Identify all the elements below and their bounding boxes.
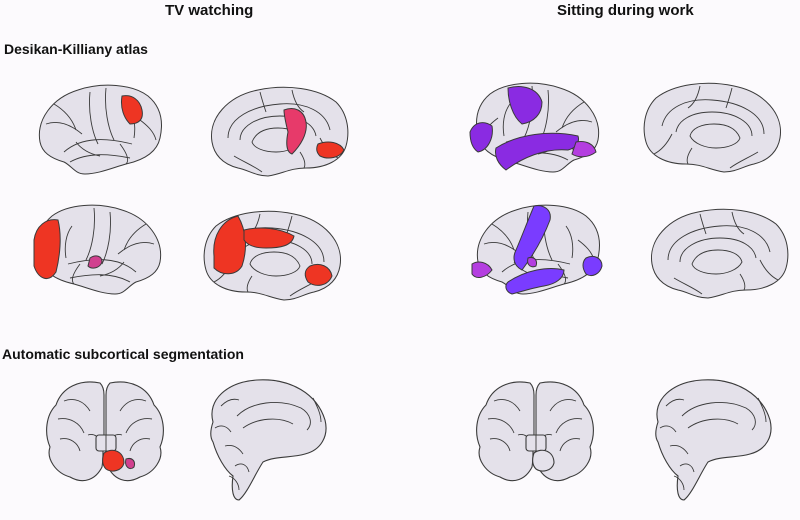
work-occipital-region	[469, 122, 493, 153]
tv-posterior-cingulate-region	[243, 227, 295, 249]
desikan-killiany-atlas-title: Desikan-Killiany atlas	[4, 41, 148, 57]
tv-thalamus-region	[102, 449, 125, 472]
tv-medial-right-hemisphere	[210, 86, 349, 177]
work-medial-left-hemisphere	[650, 208, 789, 299]
tv-temporal-region	[87, 255, 103, 269]
work-precentral-region	[507, 86, 543, 125]
tv-precuneus-region	[213, 215, 246, 275]
work-temporal-lower-region	[505, 268, 565, 295]
work-postcentral-region	[513, 205, 551, 271]
tv-putamen-region	[125, 458, 135, 470]
work-thalamus-region	[532, 449, 555, 472]
tv-sagittal-slice	[210, 379, 327, 501]
work-sagittal-slice	[655, 379, 772, 501]
work-lateral-left-hemisphere	[469, 82, 600, 173]
tv-occipital-lateral-region	[33, 219, 61, 280]
subcortical-segmentation-title: Automatic subcortical segmentation	[2, 346, 244, 362]
sitting-during-work-title: Sitting during work	[557, 2, 694, 19]
tv-cingulate-region	[283, 108, 307, 155]
tv-occipital-medial-region	[316, 141, 345, 159]
tv-lateral-left-hemisphere	[38, 84, 163, 175]
work-lateral-right-hemisphere	[471, 204, 603, 295]
work-frontal-pole-region	[571, 141, 597, 158]
work-occipital-pole-region	[471, 261, 493, 278]
work-frontal-region	[582, 255, 603, 277]
tv-watching-title: TV watching	[165, 2, 254, 19]
tv-lateral-right-hemisphere	[33, 204, 162, 295]
work-medial-right-hemisphere	[643, 82, 782, 173]
tv-frontal-medial-region	[304, 263, 333, 286]
work-coronal-slice	[476, 381, 594, 482]
work-temporal-region	[495, 132, 579, 171]
tv-parietal-region	[121, 95, 143, 125]
tv-medial-left-hemisphere	[203, 210, 342, 301]
work-insula-region	[527, 257, 537, 268]
tv-coronal-slice	[46, 381, 164, 482]
